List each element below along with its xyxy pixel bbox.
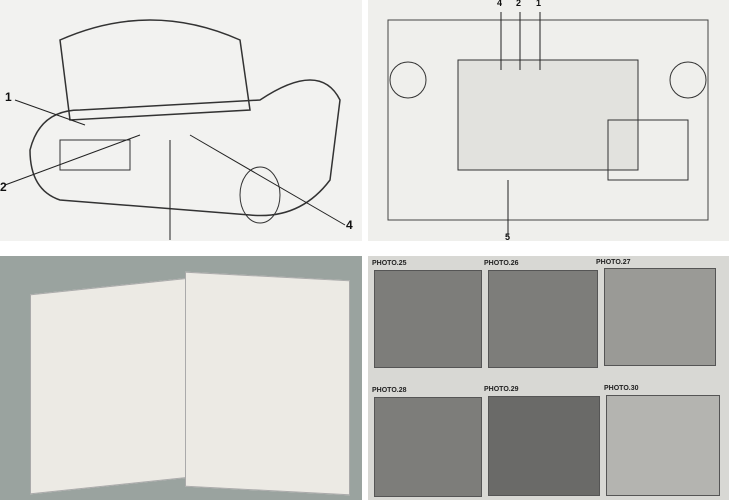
photo-label: PHOTO.30 [604, 385, 639, 392]
callout-1: 1 [536, 0, 542, 8]
callout-2: 2 [0, 180, 7, 194]
left-page [30, 277, 190, 495]
callout-2: 2 [516, 0, 522, 8]
engine-photo [374, 270, 482, 368]
photo-label: PHOTO.29 [484, 386, 519, 393]
open-manual-photo [0, 256, 362, 500]
car-hood-diagram: 1 2 3 4 [0, 0, 362, 241]
callout-1: 1 [5, 90, 12, 104]
car-line-drawing [4, 19, 346, 240]
engine-photo [374, 397, 482, 497]
engine-bay-diagram: 4 2 1 5 [368, 0, 729, 241]
photo-label: PHOTO.26 [484, 260, 519, 267]
engine-photo [488, 396, 600, 496]
car-side-photo [606, 395, 720, 496]
photo-label: PHOTO.25 [372, 260, 407, 267]
photo-label: PHOTO.27 [596, 259, 631, 266]
photo-grid-page: PHOTO.25 PHOTO.26 PHOTO.27 PHOTO.28 PHOT… [368, 256, 729, 500]
photo-label: PHOTO.28 [372, 387, 407, 394]
right-page [185, 271, 350, 496]
callout-4: 4 [346, 218, 353, 232]
engine-line-drawing [387, 12, 709, 236]
callout-4: 4 [497, 0, 503, 8]
engine-photo [488, 270, 598, 368]
callout-5: 5 [505, 232, 511, 241]
engine-photo [604, 268, 716, 366]
